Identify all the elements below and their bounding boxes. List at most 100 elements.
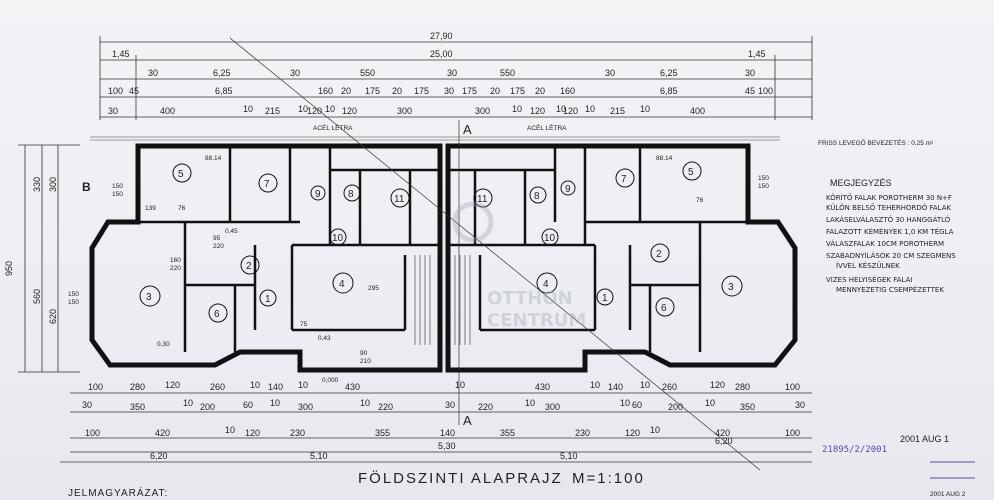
dim-label: 30 (605, 68, 615, 78)
opening-label: 150 (758, 183, 769, 190)
dim-label: 220 (478, 402, 493, 412)
dim-label: 6,25 (660, 68, 678, 78)
date-stamp: 2001 AUG 1 (900, 434, 949, 444)
dim-left-330: 330 (32, 177, 42, 192)
dim-label: 300 (298, 402, 313, 412)
note-item: VIZES HELYISÉGEK FALAI (826, 275, 912, 284)
dim-label: 430 (535, 382, 550, 392)
dim-row3: 30 6,25 30 550 30 550 30 6,25 30 (148, 68, 755, 78)
section-b-mark: B (82, 180, 91, 194)
opening-label: 90 (360, 350, 368, 357)
dim-label: 300 (545, 402, 560, 412)
opening-label: 0,000 (322, 377, 339, 384)
watermark-line1: OTTHON (487, 288, 573, 309)
opening-label: 150 (68, 299, 79, 306)
dim-label: 45 (745, 86, 755, 96)
top-dimension-lines (99, 36, 813, 120)
dim-bottom-row1: 100 280 120 260 10 140 10 430 10 430 10 … (88, 380, 800, 392)
dim-label: 6,25 (213, 68, 231, 78)
dim-label: 120 (625, 428, 640, 438)
dim-label: 140 (268, 382, 283, 392)
dim-label: 120 (307, 106, 322, 116)
dim-label: 10 (225, 425, 235, 435)
dim-label: 400 (160, 106, 175, 116)
dim-label: 10 (620, 398, 630, 408)
dim-left-560: 560 (32, 289, 42, 304)
room-number: 1 (265, 294, 271, 305)
opening-label: 88.14 (205, 155, 222, 162)
dim-label: 20 (392, 86, 402, 96)
ladder-label-right: ACÉL LÉTRA (527, 123, 567, 132)
opening-label: 95 (213, 235, 221, 242)
dim-label: 10 (640, 104, 650, 114)
dim-label: 6,85 (660, 86, 678, 96)
dim-label: 550 (360, 68, 375, 78)
dim-label: 260 (210, 382, 225, 392)
dim-label: 355 (375, 428, 390, 438)
note-item: LAKÁSELVÁLASZTÓ 30 HANGGÁTLÓ (826, 215, 951, 224)
dim-left-total: 950 (4, 261, 14, 276)
room-number: 2 (246, 261, 252, 272)
dim-label: 10 (298, 104, 308, 114)
room-number: 4 (339, 279, 345, 290)
handwritten-reference: 21895/2/2001 (822, 445, 887, 455)
interior-walls (138, 146, 748, 352)
opening-label: 210 (360, 358, 371, 365)
center-stair-hatch (414, 255, 471, 345)
opening-label: 220 (213, 243, 224, 250)
dim-label: 160 (318, 86, 333, 96)
opening-label: 0,30 (157, 341, 170, 348)
dim-label: 230 (290, 428, 305, 438)
dim-label: 120 (342, 106, 357, 116)
dim-label: 100 (758, 86, 773, 96)
dim-label: 175 (365, 86, 380, 96)
dim-left-620: 620 (48, 309, 58, 324)
dim-label: 10 (705, 398, 715, 408)
dim-label: 175 (414, 86, 429, 96)
bottom-dimension-lines (60, 392, 812, 463)
section-a-mark-bottom: A (463, 413, 472, 428)
opening-label: 75 (300, 321, 308, 328)
ladder-label-left: ACÉL LÉTRA (313, 123, 353, 132)
dim-label: 10 (325, 104, 335, 114)
dim-label: 140 (440, 428, 455, 438)
room-numbers: 5 7 9 8 11 11 8 9 7 5 2 10 10 2 3 4 4 3 … (146, 167, 734, 320)
dim-label: 215 (610, 106, 625, 116)
dim-label: 350 (740, 402, 755, 412)
dim-label: 100 (785, 382, 800, 392)
dim-label: 10 (360, 398, 370, 408)
dim-label: 10 (298, 380, 308, 390)
note-item: FALAZOTT KÉMÉNYEK 1,0 KM TÉGLA (826, 227, 954, 236)
opening-label: 150 (68, 291, 79, 298)
room-number: 8 (534, 191, 540, 202)
dim-label: 10 (640, 380, 650, 390)
dim-label: 20 (341, 86, 351, 96)
dim-label: 10 (250, 380, 260, 390)
dim-label: 160 (560, 86, 575, 96)
dim-label: 5,10 (560, 451, 578, 461)
opening-sizes: 88.14 150 150 139 76 95 220 160 220 90 2… (68, 155, 769, 384)
dim-label: 30 (82, 400, 92, 410)
dim-top-inner: 25,00 (430, 49, 453, 59)
dim-label: 200 (668, 402, 683, 412)
date-stamp-2: 2001 AUG 2 (930, 491, 966, 498)
dim-label: 45 (129, 86, 139, 96)
room-number: 4 (543, 279, 549, 290)
dim-label: 100 (85, 428, 100, 438)
opening-label: 220 (170, 265, 181, 272)
opening-label: 139 (145, 205, 156, 212)
notes-list: KÖRÍTŐ FALAK POROTHERM 30 N+F KÜLÖN BELS… (826, 193, 956, 294)
dim-label: 30 (148, 68, 158, 78)
dim-bottom-center-total: 5,30 (438, 441, 456, 451)
dim-label: 300 (475, 106, 490, 116)
dim-label: 175 (462, 86, 477, 96)
dim-label: 350 (130, 402, 145, 412)
dim-label: 10 (590, 380, 600, 390)
opening-label: 0,45 (225, 228, 238, 235)
opening-label: 0,43 (318, 335, 331, 342)
dim-label: 230 (575, 428, 590, 438)
dim-label: 6,85 (215, 86, 233, 96)
dim-label: 215 (265, 106, 280, 116)
dim-label: 120 (563, 106, 578, 116)
